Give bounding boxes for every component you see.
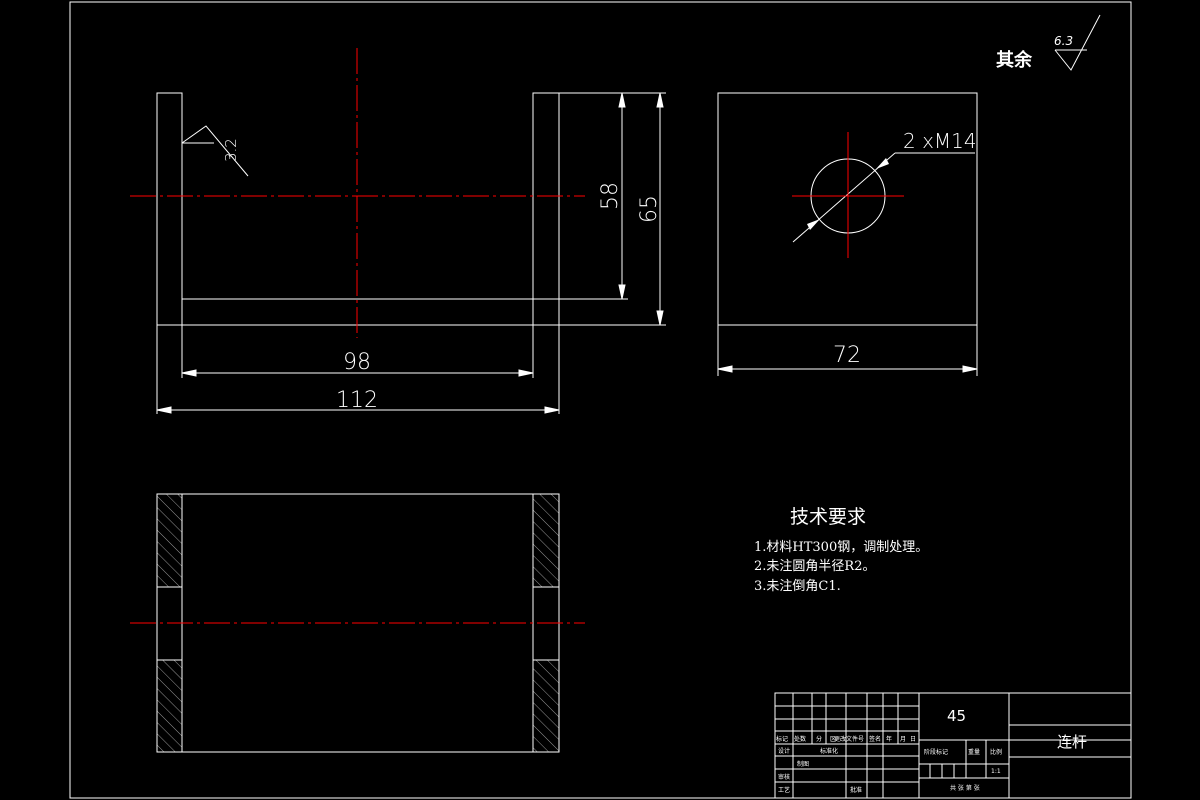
title-block (774, 692, 1132, 799)
svg-text:处数: 处数 (794, 735, 806, 743)
hatch-right-top (532, 493, 560, 588)
tech-requirement-2: 2.未注圆角半径R2。 (754, 559, 875, 574)
title-row-standardization: 标准化 (820, 747, 838, 755)
svg-text:区: 区 (830, 736, 836, 743)
side-view-dimension (717, 325, 978, 376)
dim-inner-width: 98 (343, 350, 371, 375)
tech-requirement-1: 1.材料HT300钢，调制处理。 (754, 540, 928, 555)
drawing-border (69, 1, 1132, 799)
tech-requirements-title: 技术要求 (790, 506, 866, 528)
title-scale-label: 比例 (990, 748, 1002, 756)
svg-text:日: 日 (910, 736, 916, 743)
front-roughness-value: 3.2 (222, 138, 240, 162)
svg-text:月: 月 (900, 736, 906, 743)
title-row-review: 审核 (778, 773, 790, 781)
title-stage-label: 阶段标记 (924, 748, 948, 756)
svg-text:签名: 签名 (869, 735, 881, 743)
tech-requirement-3: 3.未注倒角C1. (754, 579, 841, 594)
dim-outer-height: 65 (637, 195, 662, 223)
hatch-right-bottom (532, 659, 560, 753)
hatch-left-top (156, 493, 183, 588)
roughness-note-value: 6.3 (1054, 34, 1073, 48)
svg-text:分: 分 (816, 735, 822, 743)
side-view-centerlines (792, 132, 904, 258)
roughness-symbol (181, 125, 249, 177)
title-weight-label: 重量 (968, 748, 980, 756)
front-view-left-wall (156, 92, 183, 326)
svg-text:标记: 标记 (776, 735, 788, 743)
title-row-design: 设计 (778, 747, 790, 755)
title-row-process: 工艺 (778, 786, 790, 794)
front-view-dimensions (156, 92, 666, 414)
dim-outer-width: 112 (336, 388, 378, 413)
title-row-approve: 批准 (850, 786, 862, 794)
thread-callout: 2 xM14 (903, 129, 977, 153)
title-part-name: 连杆 (1057, 733, 1087, 751)
roughness-note-label: 其余 (996, 49, 1033, 71)
section-view (156, 493, 560, 753)
svg-text:更改文件号: 更改文件号 (834, 735, 864, 743)
thread-arrows (807, 158, 889, 230)
roughness-note-symbol (1054, 14, 1101, 71)
front-view (156, 92, 560, 326)
title-scale-value: 1:1 (991, 768, 1001, 775)
dim-inner-height: 58 (598, 182, 623, 210)
side-view-outline (717, 92, 978, 326)
title-sheet-info: 共 张 第 张 (950, 784, 980, 792)
dim-side-width: 72 (833, 343, 861, 368)
front-view-centerlines (130, 48, 585, 338)
front-view-right-wall (532, 92, 560, 326)
title-row-drafting: 制图 (797, 760, 809, 768)
title-headers: 标记 处数 分 区 更改文件号 签名 年 月 日 (776, 735, 916, 743)
hatch-left-bottom (156, 659, 183, 753)
title-material: 45 (947, 707, 966, 725)
svg-text:年: 年 (886, 735, 892, 743)
